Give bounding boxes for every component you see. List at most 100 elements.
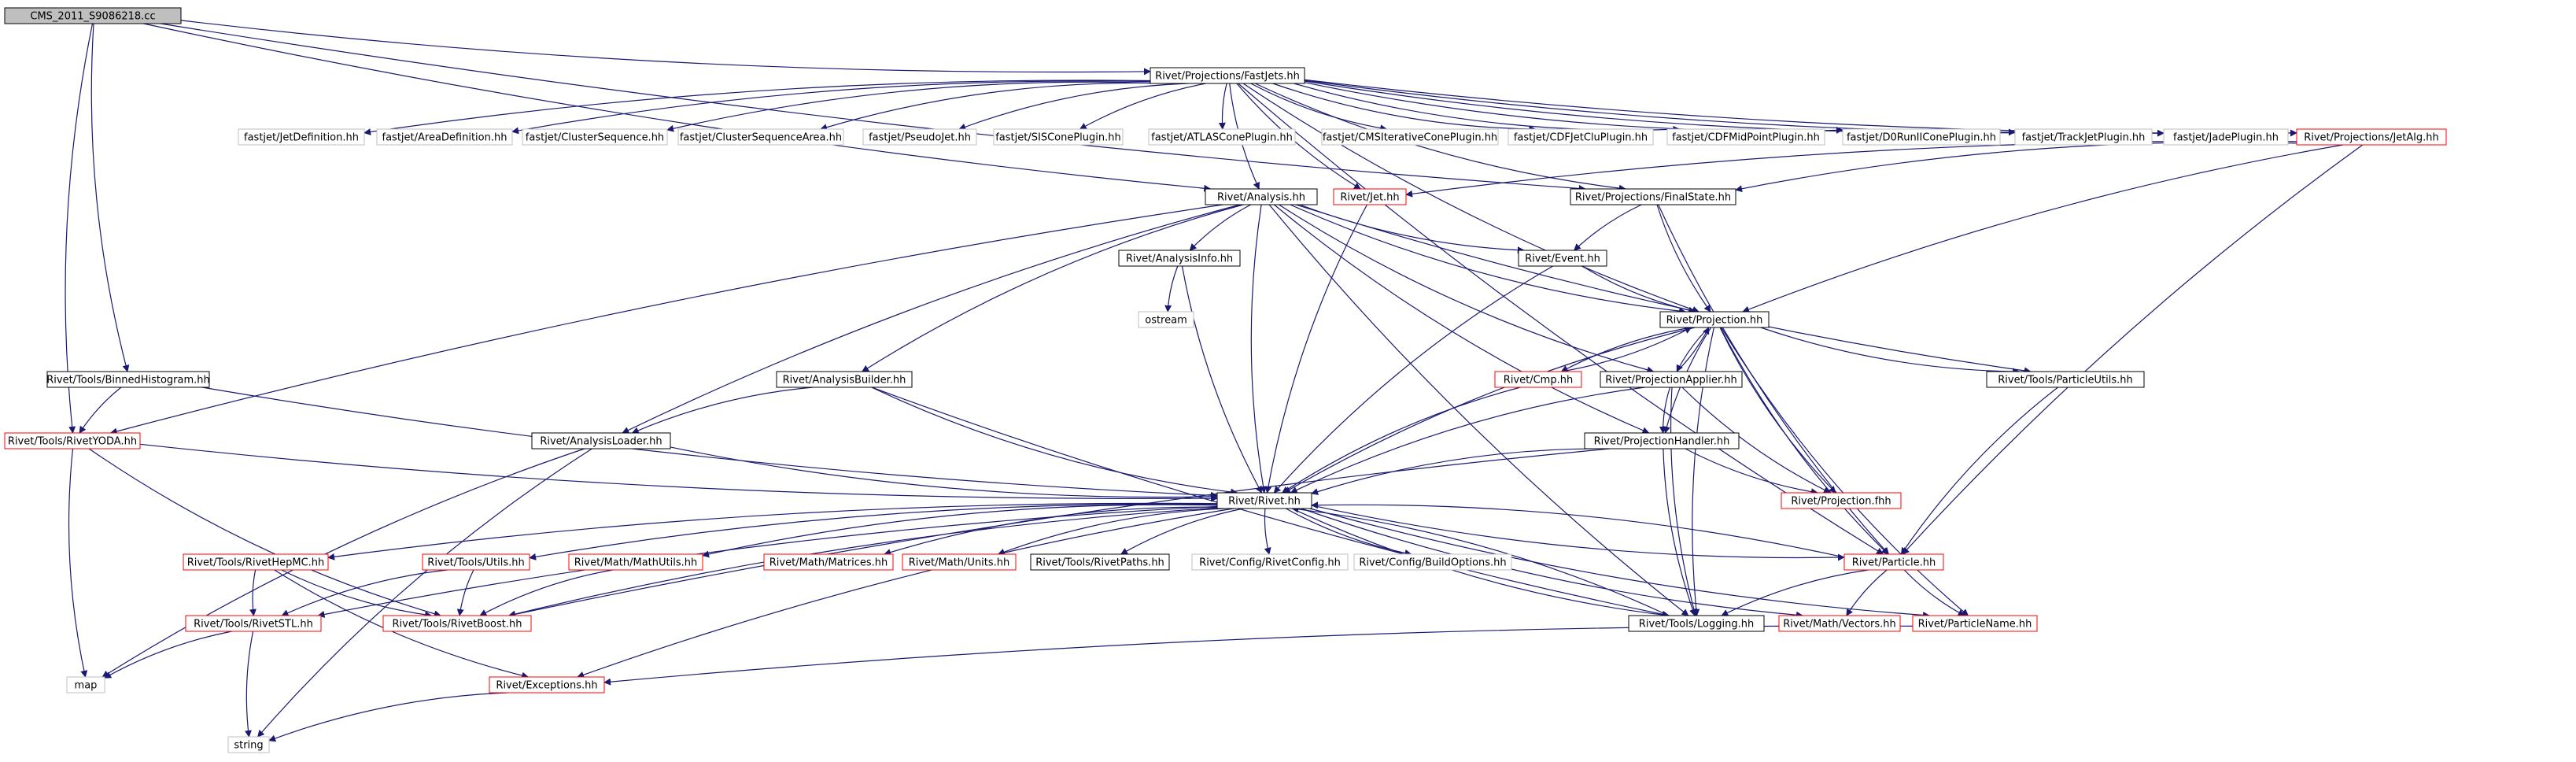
node-box [1321, 128, 1499, 146]
edge-projhandler-to-rivetboost [508, 448, 1611, 618]
edge-projapplier-to-projection [1676, 327, 1710, 372]
node-toolsutils[interactable]: Rivet/Tools/Utils.hh [422, 553, 530, 571]
node-rivetboost[interactable]: Rivet/Tools/RivetBoost.hh [382, 615, 532, 632]
node-particleutils[interactable]: Rivet/Tools/ParticleUtils.hh [1986, 371, 2145, 388]
node-label: Rivet/Math/MathUtils.hh [574, 557, 697, 569]
node-rivethh[interactable]: Rivet/Rivet.hh [1216, 492, 1312, 509]
edge-cmp-to-projection [1561, 327, 1692, 372]
node-label: Rivet/Projections/FinalState.hh [1575, 192, 1731, 204]
edge-rivethh-to-particle [1311, 505, 1845, 561]
edges-layer [65, 20, 2364, 742]
edge-rivethh-to-rivetpaths [1120, 508, 1244, 555]
node-event[interactable]: Rivet/Event.hh [1518, 250, 1607, 267]
node-box [66, 676, 105, 694]
node-box [1570, 188, 1736, 205]
node-cmp[interactable]: Rivet/Cmp.hh [1494, 371, 1582, 388]
edge-rivethepmc-to-rivetstl [249, 569, 256, 616]
node-particle[interactable]: Rivet/Particle.hh [1843, 553, 1944, 571]
node-rivetconfig: Rivet/Config/RivetConfig.hh [1191, 553, 1349, 571]
edge-jetalg-to-projection [1742, 144, 2344, 313]
edge-rivethh-to-logging [1291, 508, 1670, 619]
node-projection[interactable]: Rivet/Projection.hh [1659, 311, 1770, 328]
node-box [1150, 67, 1305, 84]
node-box [1842, 128, 2001, 146]
node-label: Rivet/Projections/JetAlg.hh [2304, 132, 2439, 144]
edge-projection-to-projfhh [1719, 327, 1836, 494]
edge-analysis-to-projection [1290, 204, 1686, 315]
node-map: map [66, 676, 105, 694]
node-trackjet: fastjet/TrackJetPlugin.hh [2014, 128, 2153, 146]
node-box [763, 553, 894, 571]
node-label: Rivet/Math/Matrices.hh [769, 557, 888, 569]
node-box [568, 553, 703, 571]
edge-analysisloader-to-map [101, 448, 585, 678]
node-analysisbuilder[interactable]: Rivet/AnalysisBuilder.hh [776, 371, 913, 388]
edge-fastjets-to-cmsitcone [1250, 83, 1388, 132]
node-projapplier[interactable]: Rivet/ProjectionApplier.hh [1600, 371, 1743, 388]
edge-fastjets-to-clusterseqarea [820, 82, 1168, 131]
node-rivetstl[interactable]: Rivet/Tools/RivetSTL.hh [185, 615, 322, 632]
edge-projection-to-logging [1692, 327, 1714, 616]
edge-finalstate-to-event [1574, 204, 1642, 251]
edge-analysisloader-to-string [257, 448, 592, 738]
node-box [185, 615, 322, 632]
edge-analysisinfo-to-rivethh [1181, 265, 1263, 494]
node-jetalg[interactable]: Rivet/Projections/JetAlg.hh [2296, 128, 2447, 146]
node-label: Rivet/AnalysisLoader.hh [540, 436, 662, 448]
node-label: fastjet/D0RunIIConePlugin.hh [1847, 132, 1996, 144]
edge-rivetyoda-to-map [68, 448, 88, 678]
edge-analysis-to-rivetyoda [109, 204, 1223, 435]
edge-analysis-to-logging [1268, 204, 1689, 616]
edge-projhandler-to-projfhh [1685, 448, 1818, 496]
edge-finalstate-to-projection [1656, 204, 1711, 313]
node-analysisloader[interactable]: Rivet/AnalysisLoader.hh [531, 432, 671, 449]
edge-projection-to-cmp [1560, 327, 1692, 372]
edge-analysis-to-event [1299, 204, 1525, 254]
node-matrices[interactable]: Rivet/Math/Matrices.hh [763, 553, 894, 571]
edge-analysisbuilder-to-analysisloader [631, 387, 814, 434]
edge-fastjets-to-clusterseq [666, 81, 1151, 132]
node-rivetyoda[interactable]: Rivet/Tools/RivetYODA.hh [4, 432, 141, 449]
node-label: Rivet/ParticleName.hh [1918, 619, 2032, 631]
node-label: Rivet/Projection.fhh [1791, 496, 1891, 508]
node-box [2163, 128, 2289, 146]
node-box [489, 676, 605, 694]
node-box [1148, 128, 1296, 146]
node-mathutils[interactable]: Rivet/Math/MathUtils.hh [568, 553, 703, 571]
node-exceptions[interactable]: Rivet/Exceptions.hh [489, 676, 605, 694]
node-projfhh[interactable]: Rivet/Projection.fhh [1781, 492, 1902, 509]
node-label: Rivet/Event.hh [1525, 253, 1600, 265]
node-rivetpaths[interactable]: Rivet/Tools/RivetPaths.hh [1030, 553, 1170, 571]
edge-exceptions-to-string [268, 692, 508, 742]
node-jetdef: fastjet/JetDefinition.hh [238, 128, 365, 146]
edge-mathutils-to-rivetboost [479, 569, 614, 616]
node-rivethepmc[interactable]: Rivet/Tools/RivetHepMC.hh [183, 553, 329, 571]
node-analysisinfo[interactable]: Rivet/AnalysisInfo.hh [1118, 250, 1241, 267]
node-d0run2cone: fastjet/D0RunIIConePlugin.hh [1842, 128, 2001, 146]
node-vectors[interactable]: Rivet/Math/Vectors.hh [1778, 615, 1901, 632]
node-particlename[interactable]: Rivet/ParticleName.hh [1912, 615, 2038, 632]
node-label: Rivet/ProjectionHandler.hh [1594, 436, 1730, 448]
node-root[interactable]: CMS_2011_S9086218.cc [4, 7, 182, 24]
edge-projhandler-to-logging [1663, 448, 1696, 616]
node-box [422, 553, 530, 571]
node-analysis[interactable]: Rivet/Analysis.hh [1205, 188, 1318, 205]
edge-analysisbuilder-to-rivethh [871, 387, 1238, 496]
edge-analysis-to-projhandler [1274, 204, 1650, 434]
node-label: Rivet/Cmp.hh [1504, 375, 1573, 387]
node-projhandler[interactable]: Rivet/ProjectionHandler.hh [1584, 432, 1740, 449]
edge-particle-to-rivethh [1311, 501, 1845, 558]
node-fastjets[interactable]: Rivet/Projections/FastJets.hh [1150, 67, 1305, 84]
node-units[interactable]: Rivet/Math/Units.hh [902, 553, 1017, 571]
node-jet[interactable]: Rivet/Jet.hh [1333, 188, 1407, 205]
node-clusterseq: fastjet/ClusterSequence.hh [522, 128, 668, 146]
node-label: fastjet/PseudoJet.hh [869, 132, 971, 144]
node-finalstate[interactable]: Rivet/Projections/FinalState.hh [1570, 188, 1736, 205]
node-binnedhisto[interactable]: Rivet/Tools/BinnedHistogram.hh [46, 371, 210, 388]
edge-rivethepmc-to-rivetboost [281, 569, 433, 619]
node-logging[interactable]: Rivet/Tools/Logging.hh [1628, 615, 1765, 632]
node-label: fastjet/ClusterSequenceArea.hh [680, 132, 842, 144]
node-label: fastjet/ClusterSequence.hh [526, 132, 664, 144]
edge-fastjets-to-jetalg [1304, 79, 2297, 137]
node-box [1030, 553, 1170, 571]
